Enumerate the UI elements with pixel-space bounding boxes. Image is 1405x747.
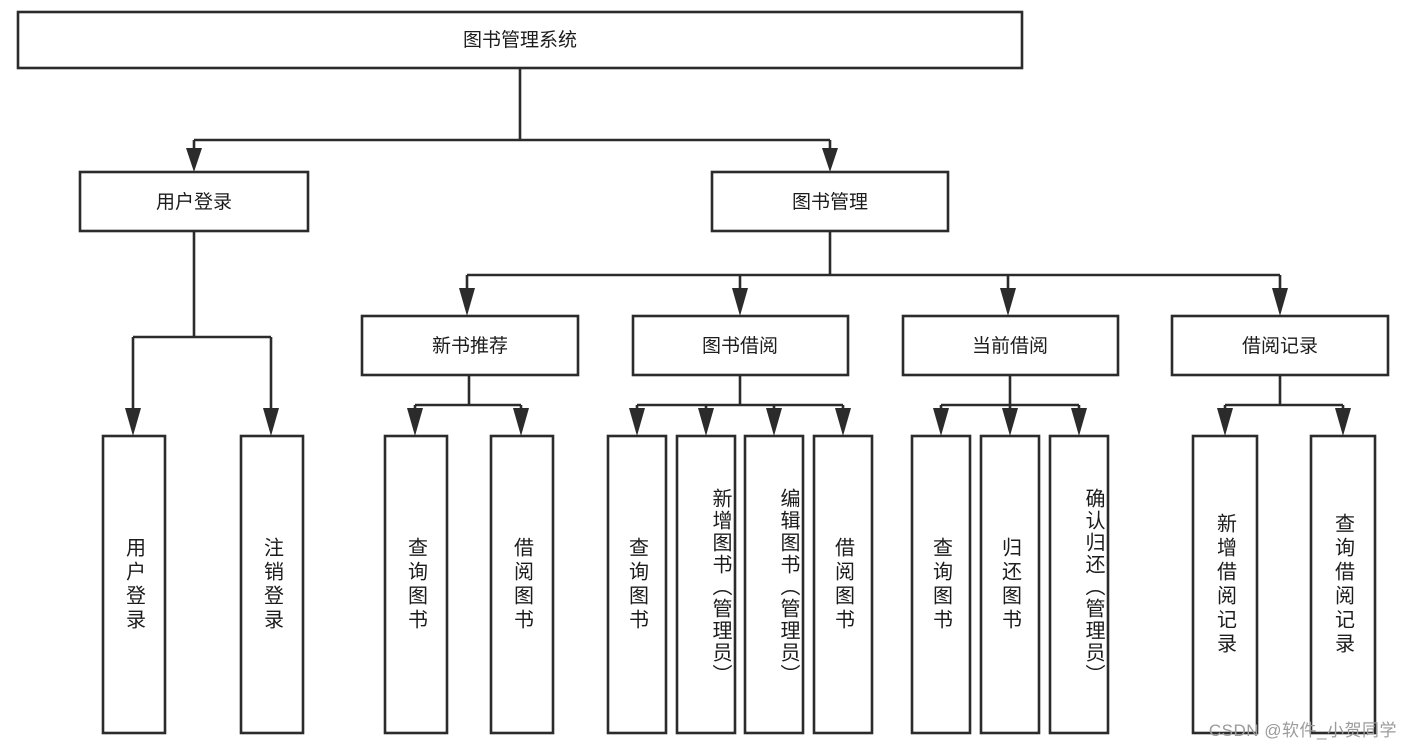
leaf-book-borrow-4[interactable]	[812, 434, 874, 735]
leaf-current-borrow-2[interactable]	[979, 434, 1041, 735]
leaf-book-borrow-2-label: 新增图书（管理员）	[709, 487, 731, 686]
leaf-current-borrow-1[interactable]	[910, 434, 972, 735]
leaf-book-borrow-1[interactable]	[606, 434, 668, 735]
leaf-book-borrow-4-label: 借阅图书	[831, 536, 854, 633]
node-book-management-label: 图书管理	[792, 191, 868, 213]
leaf-new-book-1-label: 查询图书	[404, 536, 427, 633]
arrow-book-to-record	[1272, 288, 1288, 316]
node-user-login[interactable]: 用户登录	[78, 170, 310, 233]
node-book-borrow-box[interactable]	[631, 314, 850, 377]
leaf-current-borrow-3[interactable]	[1048, 434, 1110, 735]
leaf-book-borrow-3-label: 编辑图书（管理员）	[777, 487, 799, 686]
arrow-newbook-leaf-2	[513, 408, 529, 436]
arrow-book-to-borrow	[732, 288, 748, 316]
leaf-borrow-record-1-box[interactable]	[1191, 434, 1259, 735]
arrow-borrow-leaf-4	[835, 408, 851, 436]
leaf-book-borrow-3[interactable]	[743, 434, 805, 735]
connector-layer	[125, 68, 1351, 436]
leaf-book-borrow-2-box[interactable]	[675, 434, 737, 735]
arrow-current-leaf-2	[1002, 408, 1018, 436]
node-borrow-record-box[interactable]	[1170, 314, 1390, 377]
leaf-user-login-1-label: 用户登录	[122, 536, 145, 633]
node-new-book-recommend[interactable]: 新书推荐	[360, 314, 580, 377]
leaf-user-login-2-box[interactable]	[239, 434, 305, 735]
leaf-new-book-2-box[interactable]	[489, 434, 555, 735]
arrow-root-to-book	[822, 148, 838, 172]
leaf-borrow-record-2-box[interactable]	[1309, 434, 1377, 735]
leaf-user-login-2[interactable]	[239, 434, 305, 735]
arrow-newbook-leaf-1	[407, 408, 423, 436]
arrow-root-to-user	[186, 148, 202, 172]
node-current-borrow[interactable]: 当前借阅	[901, 314, 1120, 377]
leaf-current-borrow-2-box[interactable]	[979, 434, 1041, 735]
arrow-borrow-leaf-2	[698, 408, 714, 436]
leaf-borrow-record-2-label: 查询借阅记录	[1331, 512, 1354, 657]
node-borrow-record-label: 借阅记录	[1242, 335, 1318, 357]
leaf-current-borrow-2-label: 归还图书	[998, 536, 1021, 633]
arrow-current-leaf-1	[933, 408, 949, 436]
leaf-book-borrow-3-box[interactable]	[743, 434, 805, 735]
csdn-watermark: CSDN @软件_小贺同学	[1208, 721, 1397, 740]
arrow-user-leaf-2	[263, 408, 279, 436]
node-current-borrow-box[interactable]	[901, 314, 1120, 377]
arrow-borrow-leaf-3	[766, 408, 782, 436]
leaf-book-borrow-1-box[interactable]	[606, 434, 668, 735]
arrow-record-leaf-1	[1217, 408, 1233, 436]
arrow-user-leaf-1	[125, 408, 141, 436]
leaf-current-borrow-3-box[interactable]	[1048, 434, 1110, 735]
leaf-user-login-1[interactable]	[101, 434, 167, 735]
node-new-book-recommend-label: 新书推荐	[432, 335, 508, 357]
leaf-book-borrow-4-box[interactable]	[812, 434, 874, 735]
leaf-user-login-2-label: 注销登录	[260, 536, 283, 633]
node-root-label: 图书管理系统	[463, 29, 577, 51]
arrow-borrow-leaf-1	[629, 408, 645, 436]
leaf-book-borrow-1-label: 查询图书	[625, 536, 648, 633]
arrow-current-leaf-3	[1071, 408, 1087, 436]
node-book-borrow-label: 图书借阅	[702, 335, 778, 357]
leaf-new-book-1-box[interactable]	[383, 434, 449, 735]
leaf-borrow-record-1-label: 新增借阅记录	[1213, 512, 1236, 657]
leaf-borrow-record-2[interactable]	[1309, 434, 1377, 735]
leaf-new-book-1[interactable]	[383, 434, 449, 735]
leaf-current-borrow-1-box[interactable]	[910, 434, 972, 735]
leaf-book-borrow-2[interactable]	[675, 434, 737, 735]
leaf-user-login-1-box[interactable]	[101, 434, 167, 735]
leaf-current-borrow-1-label: 查询图书	[929, 536, 952, 633]
node-root[interactable]: 图书管理系统	[16, 10, 1024, 70]
arrow-record-leaf-2	[1335, 408, 1351, 436]
arrow-book-to-current	[1000, 288, 1016, 316]
leaf-new-book-2[interactable]	[489, 434, 555, 735]
node-user-login-box[interactable]	[78, 170, 310, 233]
arrow-book-to-newbook	[459, 288, 475, 316]
node-user-login-label: 用户登录	[156, 191, 232, 213]
node-root-box[interactable]	[16, 10, 1024, 70]
leaf-borrow-record-1[interactable]	[1191, 434, 1259, 735]
leaf-current-borrow-3-label: 确认归还（管理员）	[1082, 487, 1104, 686]
node-borrow-record[interactable]: 借阅记录	[1170, 314, 1390, 377]
node-book-management[interactable]: 图书管理	[710, 170, 950, 233]
node-current-borrow-label: 当前借阅	[972, 335, 1048, 357]
node-new-book-recommend-box[interactable]	[360, 314, 580, 377]
node-book-management-box[interactable]	[710, 170, 950, 233]
leaf-new-book-2-label: 借阅图书	[510, 536, 533, 633]
node-book-borrow[interactable]: 图书借阅	[631, 314, 850, 377]
